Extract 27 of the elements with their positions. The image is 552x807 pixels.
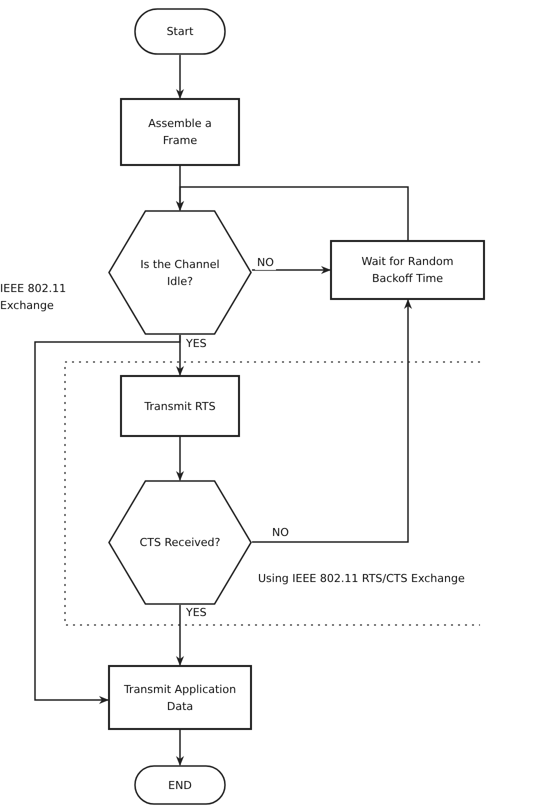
note-text: Using IEEE 802.11 RTS/CTS Exchange — [258, 571, 466, 587]
arrow — [176, 437, 184, 481]
node-label: Transmit Application Data — [122, 682, 238, 714]
process-box — [120, 375, 240, 437]
decision-hexagon — [108, 210, 252, 335]
node-label: Wait for Random Backoff Time — [360, 254, 454, 287]
node-label: Is the Channel Idle? — [140, 256, 220, 290]
process-box — [330, 240, 485, 300]
note-text: IEEE 802.11 Exchange — [0, 281, 68, 314]
edge-label: NO — [255, 256, 276, 270]
arrow — [34, 335, 181, 704]
arrow — [252, 266, 331, 274]
node-label: Transmit RTS — [144, 398, 216, 414]
node-label: CTS Received? — [140, 535, 220, 551]
arrow — [176, 730, 184, 766]
process-box — [120, 98, 240, 166]
arrow — [252, 299, 412, 543]
terminal-box — [134, 765, 226, 805]
node-label: Assemble a Frame — [147, 116, 213, 149]
process-box — [108, 665, 252, 730]
arrow — [176, 605, 184, 666]
node-label: END — [168, 778, 192, 794]
arrow — [176, 55, 184, 99]
node-label: Start — [166, 24, 194, 40]
arrow — [176, 186, 409, 240]
decision-hexagon — [108, 480, 252, 605]
terminal-box — [134, 8, 226, 55]
